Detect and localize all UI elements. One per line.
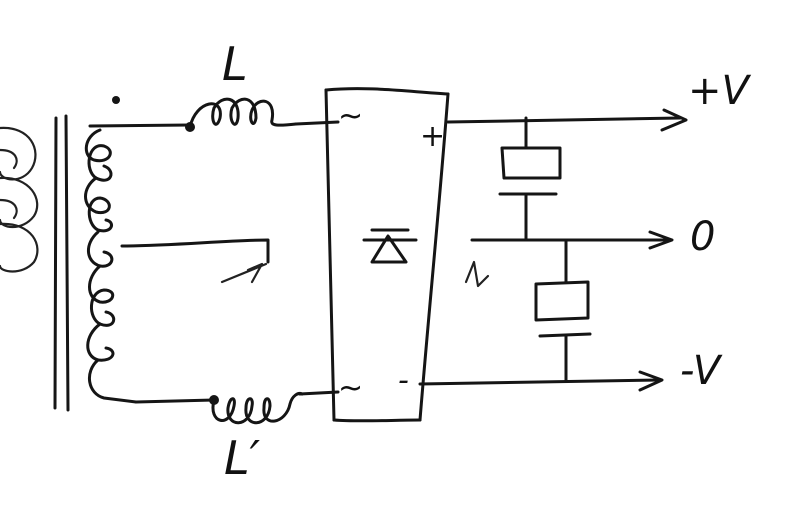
transformer-primary-winding: [0, 126, 39, 273]
bridge-plus-symbol: +: [420, 119, 445, 154]
inductor-bottom-label: L′: [224, 431, 261, 485]
zero-rail: [470, 230, 674, 250]
bridge-ac-top-symbol: ~: [338, 99, 363, 134]
transformer-secondary-winding: [84, 123, 192, 404]
inductor-bottom: [134, 390, 340, 425]
inductor-top: [185, 97, 340, 132]
output-zero-label: 0: [690, 214, 715, 260]
lower-capacitor: [534, 238, 592, 382]
center-node-mark: [464, 260, 490, 288]
center-tap-arrow: [220, 262, 268, 284]
output-positive-label: +V: [688, 68, 752, 114]
polarity-dot: [112, 96, 120, 104]
upper-capacitor: [498, 116, 562, 242]
positive-rail: [446, 108, 688, 132]
bridge-minus-symbol: -: [398, 363, 409, 398]
bridge-rectifier: [324, 87, 450, 423]
negative-rail: [418, 370, 664, 392]
output-negative-label: -V: [680, 348, 723, 394]
inductor-top-label: L: [222, 37, 248, 91]
center-tap-wire: [120, 238, 270, 264]
transformer-core: [53, 114, 70, 412]
bridge-ac-bottom-symbol: ~: [338, 371, 363, 406]
